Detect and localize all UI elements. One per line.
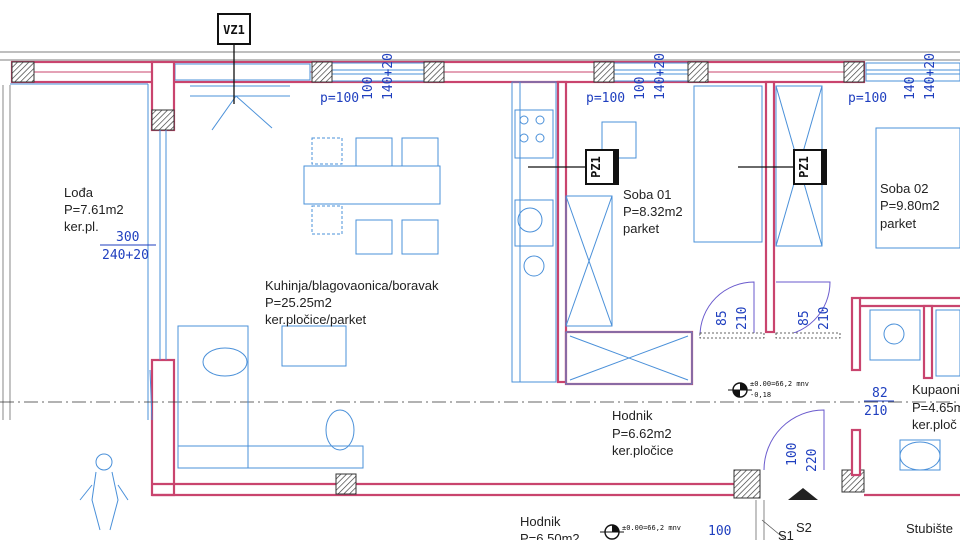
- dim-w3-top: 140: [903, 77, 918, 100]
- dim-w1-top: 100: [361, 77, 376, 100]
- level-1-label: ±0.00=66,2 mnv: [750, 380, 809, 388]
- stair-s1: S1: [778, 528, 794, 540]
- kuhinja-floor: ker.pločice/parket: [265, 312, 367, 327]
- dim-lodja-bot: 240+20: [102, 248, 149, 263]
- tag-pz1-b: PZ1: [738, 149, 827, 185]
- dim-p100-c: p=100: [848, 91, 887, 106]
- dim-entry-a: 100: [785, 443, 800, 466]
- room-lodja: Lođa P=7.61m2 ker.pl.: [64, 185, 124, 234]
- level-marker-1: ±0.00=66,2 mnv -0,18: [728, 380, 809, 399]
- soba02-area: P=9.80m2: [880, 198, 940, 213]
- lodja-floor: ker.pl.: [64, 219, 99, 234]
- dim-bottom-100: 100: [708, 524, 731, 539]
- dim-w3-bot: 140+20: [923, 53, 938, 100]
- door-dimensions: 85 210 85 210 82 210 100 220 100: [708, 307, 894, 539]
- interior-walls: [150, 60, 960, 499]
- hodnik-name: Hodnik: [612, 408, 653, 423]
- room-hodnik2: Hodnik P=6.50m2: [520, 514, 580, 540]
- soba01-floor: parket: [623, 221, 660, 236]
- kupaonica-name: Kupaoni: [912, 382, 960, 397]
- lodja-area: P=7.61m2: [64, 202, 124, 217]
- lodja-name: Lođa: [64, 185, 94, 200]
- kupaonica-floor: ker.ploč: [912, 417, 957, 432]
- dim-lodja-top: 300: [116, 230, 139, 245]
- tag-pz1-b-label: PZ1: [797, 156, 811, 178]
- tag-pz1-a-label: PZ1: [589, 156, 603, 178]
- bathroom-fixtures: [869, 309, 960, 471]
- doors: [149, 281, 841, 471]
- tag-vz1-label: VZ1: [223, 23, 245, 37]
- dim-w2-top: 100: [633, 77, 648, 100]
- stair: [755, 488, 818, 540]
- kupaonica-area: P=4.65m: [912, 400, 960, 415]
- kuhinja-area: P=25.25m2: [265, 295, 332, 310]
- top-wall: [10, 60, 960, 84]
- dim-d2-a: 85: [797, 310, 812, 326]
- kitchen-furniture: [159, 81, 557, 469]
- level-marker-2: ±0.00=66,2 mnv: [600, 524, 681, 540]
- hodnik2-name: Hodnik: [520, 514, 561, 529]
- room-kuhinja: Kuhinja/blagovaonica/boravak P=25.25m2 k…: [265, 278, 439, 327]
- soba02-floor: parket: [880, 216, 917, 231]
- hodnik-area: P=6.62m2: [612, 426, 672, 441]
- tag-pz1-a: PZ1: [528, 149, 619, 185]
- room-soba02: Soba 02 P=9.80m2 parket: [880, 181, 940, 231]
- stubiste-name: Stubište: [906, 521, 953, 536]
- soba01-area: P=8.32m2: [623, 204, 683, 219]
- dim-w1-bot: 140+20: [381, 53, 396, 100]
- room-kupaonica: Kupaoni P=4.65m ker.ploč: [912, 382, 960, 432]
- stair-s2: S2: [796, 520, 812, 535]
- hodnik2-area: P=6.50m2: [520, 531, 580, 540]
- dim-d1-b: 210: [735, 307, 750, 330]
- room-stubiste: Stubište: [906, 521, 953, 536]
- level-2-label: ±0.00=66,2 mnv: [622, 524, 681, 532]
- window-dimensions: p=100 p=100 p=100 100 140+20 100 140+20 …: [100, 53, 938, 263]
- tag-vz1: VZ1: [217, 13, 251, 104]
- dim-bath-b: 210: [864, 404, 887, 419]
- room-hodnik: Hodnik P=6.62m2 ker.pločice: [612, 408, 673, 458]
- dim-p100-b: p=100: [586, 91, 625, 106]
- dim-bath-a: 82: [872, 386, 888, 401]
- exterior-lines: [0, 51, 960, 420]
- human-figures: [79, 453, 129, 531]
- dim-d1-a: 85: [715, 310, 730, 326]
- soba01-name: Soba 01: [623, 187, 671, 202]
- kuhinja-name: Kuhinja/blagovaonica/boravak: [265, 278, 439, 293]
- dim-entry-b: 220: [805, 449, 820, 472]
- level-1-sub: -0,18: [750, 391, 771, 399]
- dim-w2-bot: 140+20: [653, 53, 668, 100]
- room-soba01: Soba 01 P=8.32m2 parket: [623, 187, 683, 236]
- dim-p100-a: p=100: [320, 91, 359, 106]
- hodnik-floor: ker.pločice: [612, 443, 673, 458]
- dim-d2-b: 210: [817, 307, 832, 330]
- soba02-name: Soba 02: [880, 181, 928, 196]
